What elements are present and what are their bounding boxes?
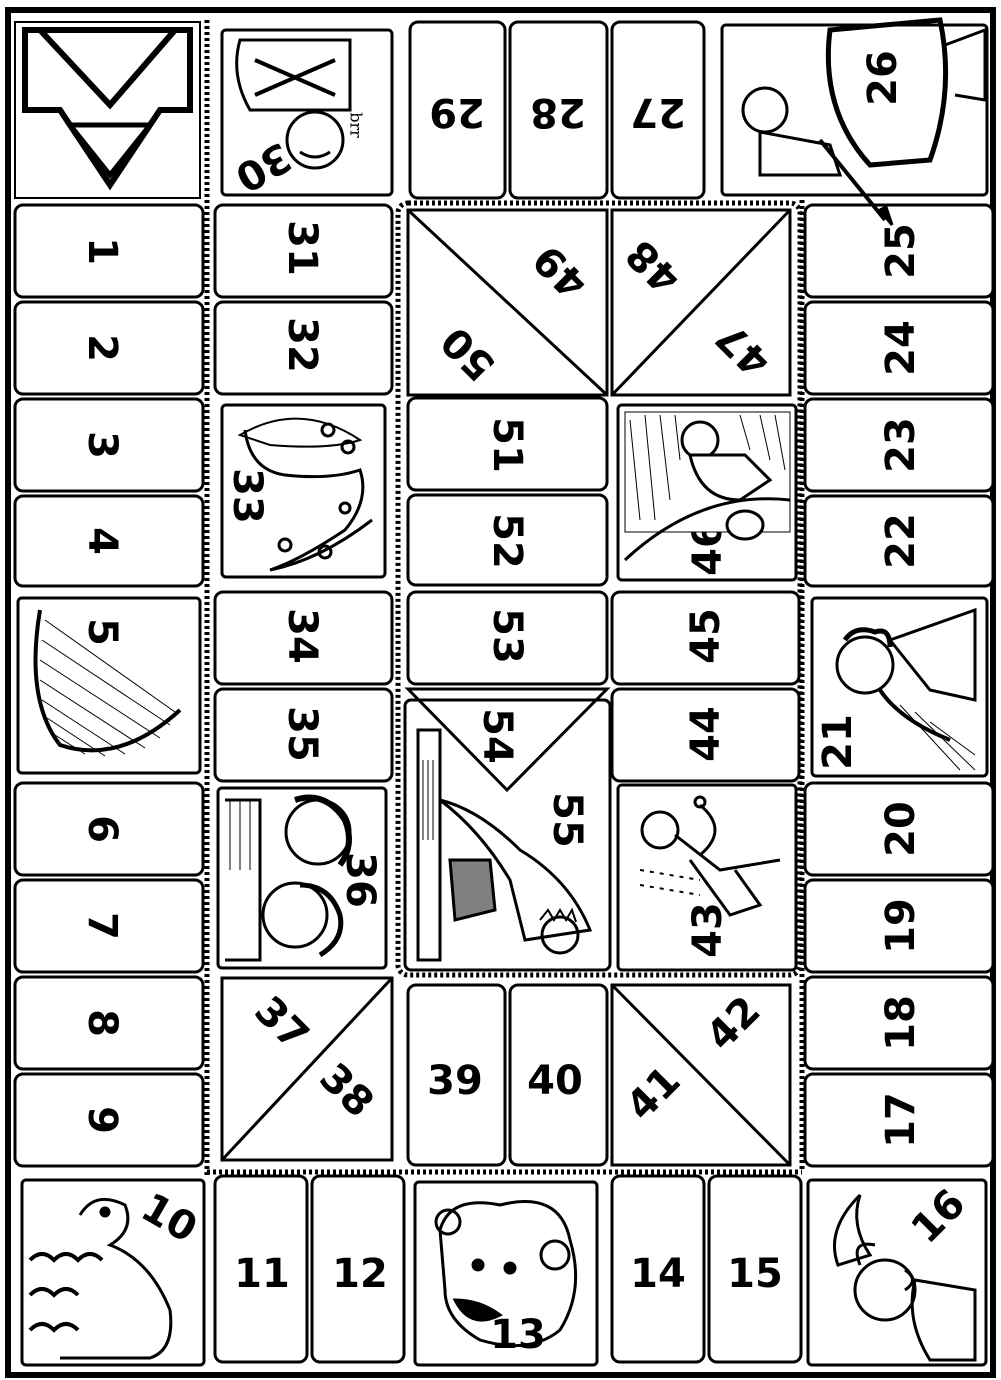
space-33-number: 33 <box>224 468 270 524</box>
space-43-number: 43 <box>685 902 731 958</box>
space-22-number: 22 <box>878 513 924 569</box>
sound-label-brr: brr <box>347 112 366 138</box>
space-34-number: 34 <box>279 608 325 664</box>
space-11-number: 11 <box>234 1251 290 1297</box>
space-14-number: 14 <box>630 1251 686 1297</box>
space-24-number: 24 <box>878 320 924 376</box>
space-28-number: 28 <box>530 89 586 135</box>
space-55-number: 55 <box>544 792 590 848</box>
space-6-number: 6 <box>79 815 125 843</box>
space-4-number: 4 <box>79 527 125 555</box>
space-1-number: 1 <box>79 237 125 265</box>
space-53-number: 53 <box>484 608 530 664</box>
space-21-number: 21 <box>815 714 861 770</box>
space-44-number: 44 <box>683 706 729 762</box>
space-52-number: 52 <box>484 513 530 569</box>
space-35-number: 35 <box>279 706 325 762</box>
space-9-number: 9 <box>79 1106 125 1134</box>
space-32-number: 32 <box>279 317 325 373</box>
space-23-number: 23 <box>878 417 924 473</box>
space-17-number: 17 <box>878 1092 924 1148</box>
space-51-number: 51 <box>484 417 530 473</box>
space-54-number: 54 <box>474 708 520 764</box>
space-26 <box>722 25 987 195</box>
space-39-number: 39 <box>427 1058 483 1104</box>
space-29-number: 29 <box>429 89 485 135</box>
space-2-number: 2 <box>79 334 125 362</box>
space-31-number: 31 <box>279 220 325 276</box>
space-40-number: 40 <box>527 1058 583 1104</box>
space-5-number: 5 <box>79 618 125 646</box>
space-20-number: 20 <box>878 801 924 857</box>
space-25-number: 25 <box>878 223 924 279</box>
space-8-number: 8 <box>79 1009 125 1037</box>
space-3-number: 3 <box>79 431 125 459</box>
space-12-number: 12 <box>332 1251 388 1297</box>
space-45-number: 45 <box>683 608 729 664</box>
space-19-number: 19 <box>878 898 924 954</box>
space-15-number: 15 <box>727 1251 783 1297</box>
space-13-number: 13 <box>490 1312 546 1358</box>
space-27-number: 27 <box>630 89 686 135</box>
space-7-number: 7 <box>79 912 125 940</box>
space-18-number: 18 <box>878 995 924 1051</box>
space-26-number: 26 <box>860 50 906 106</box>
start-arrow-icon <box>15 22 200 198</box>
